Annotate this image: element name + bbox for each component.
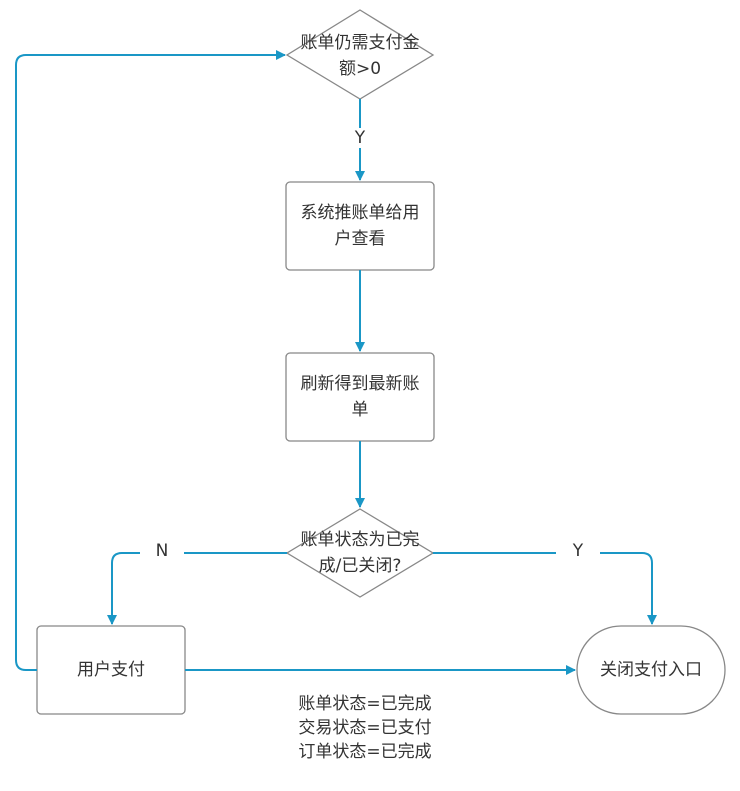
edge-status-yes <box>433 552 657 625</box>
note-line-order-status: 订单状态=已完成 <box>298 742 432 762</box>
edge-label-amount-yes: Y <box>348 128 372 148</box>
push-bill-line2: 户查看 <box>334 229 386 249</box>
close-entry-shape <box>576 625 726 715</box>
note-line-bill-status: 账单状态=已完成 <box>298 694 432 714</box>
note-line-trade-status: 交易状态=已支付 <box>298 718 432 738</box>
decision-status-line1: 账单状态为已完 <box>300 530 420 550</box>
close-entry-text: 关闭支付入口 <box>600 660 702 680</box>
refresh-bill-line2: 单 <box>351 400 369 420</box>
result-note: 账单状态=已完成 交易状态=已支付 订单状态=已完成 <box>270 692 460 764</box>
refresh-bill-label: 刷新得到最新账 单 <box>286 353 434 441</box>
decision-status-shape <box>285 508 435 598</box>
decision-amount-line1: 账单仍需支付金 <box>300 33 420 53</box>
user-pay-text: 用户支付 <box>77 660 145 680</box>
edge-label-status-no: N <box>140 541 184 561</box>
user-pay-label: 用户支付 <box>37 626 185 714</box>
refresh-bill-line1: 刷新得到最新账 <box>300 374 420 394</box>
edge-label-status-yes: Y <box>556 541 600 561</box>
close-entry-label: 关闭支付入口 <box>577 626 725 714</box>
push-bill-line1: 系统推账单给用 <box>300 203 420 223</box>
edge-status-no <box>107 552 287 625</box>
decision-status-line2: 成/已关闭? <box>318 556 402 576</box>
decision-status-label: 账单状态为已完 成/已关闭? <box>277 527 443 579</box>
decision-amount-label: 账单仍需支付金 额>0 <box>277 30 443 82</box>
push-bill-label: 系统推账单给用 户查看 <box>286 182 434 270</box>
edge-pay-loop <box>15 50 286 671</box>
decision-amount-line2: 额>0 <box>338 59 382 79</box>
